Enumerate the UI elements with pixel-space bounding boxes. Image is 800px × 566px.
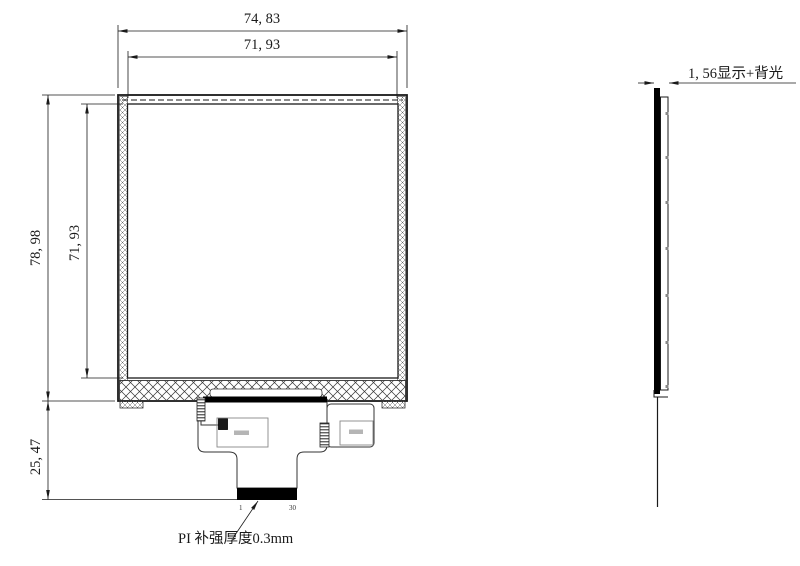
left-comb-connector bbox=[196, 397, 206, 422]
front-view bbox=[117, 94, 408, 409]
fpc-tail: 1 30 bbox=[196, 397, 375, 512]
side-view bbox=[653, 88, 669, 507]
dim-inner-width-label: 71, 93 bbox=[244, 37, 280, 53]
bonding-bar bbox=[203, 396, 327, 403]
dim-outer-width-label: 74, 83 bbox=[244, 11, 280, 27]
pin-number-last: 30 bbox=[289, 504, 297, 512]
side-frame-outline bbox=[660, 96, 669, 391]
connector-stiffener-tab bbox=[237, 488, 297, 500]
dim-tail-height-label: 25, 47 bbox=[28, 439, 44, 475]
right-comb-connector bbox=[319, 422, 330, 448]
side-display-bar bbox=[654, 88, 660, 394]
left-foot bbox=[119, 400, 144, 409]
side-bottom-step bbox=[653, 390, 668, 398]
right-bezel-strip bbox=[397, 96, 406, 381]
dim-inner-height-label: 71, 93 bbox=[67, 225, 83, 261]
side-tape-ticks bbox=[665, 112, 669, 388]
active-area bbox=[126, 103, 399, 379]
dimensions-front bbox=[42, 25, 408, 539]
pi-note-label: PI 补强厚度0.3mm bbox=[178, 530, 294, 547]
right-foot bbox=[381, 400, 406, 409]
left-component-box bbox=[216, 417, 269, 448]
left-bezel-strip bbox=[119, 96, 128, 381]
pi-note-leader bbox=[232, 500, 259, 539]
left-component-label-blur bbox=[234, 430, 249, 435]
right-component-label-blur bbox=[349, 429, 363, 434]
tail-slot bbox=[209, 388, 323, 398]
small-component bbox=[218, 418, 228, 430]
dim-outer-height-label: 78, 98 bbox=[28, 230, 44, 266]
pin-number-first: 1 bbox=[239, 504, 243, 512]
dim-thickness-label: 1, 56显示+背光 bbox=[688, 65, 783, 82]
component-trace bbox=[200, 421, 219, 426]
